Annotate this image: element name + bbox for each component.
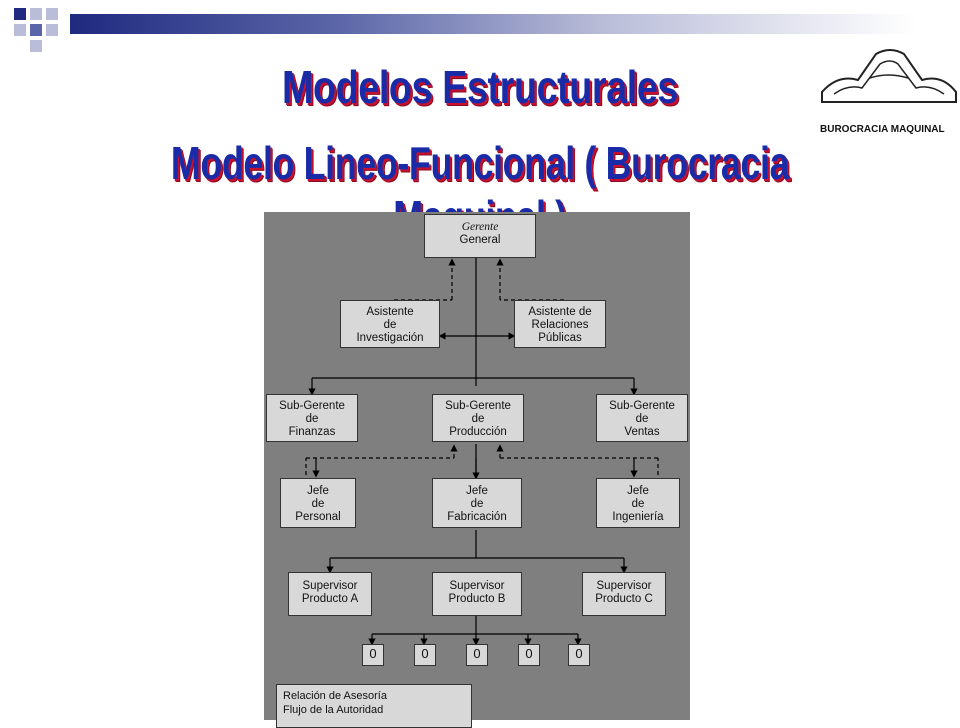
box-label: Producto A <box>301 593 359 605</box>
box-label: Fabricación <box>447 511 507 523</box>
box-label: Investigación <box>356 332 424 344</box>
box-label: Supervisor <box>449 580 505 592</box>
box-asistente-investigacion: Asistente de Investigación <box>340 300 440 348</box>
box-subgerente-produccion: Sub-Gerente de Producción <box>432 394 524 442</box>
header-gradient-bar <box>70 14 960 34</box>
logo-caption: BUROCRACIA MAQUINAL <box>820 124 945 135</box>
box-asistente-relaciones: Asistente de Relaciones Públicas <box>514 300 606 348</box>
box-label: Sub-Gerente <box>445 400 511 412</box>
box-operario: 0 <box>466 644 488 666</box>
box-label: Jefe <box>466 485 488 497</box>
box-label: de <box>635 413 649 425</box>
deco-square-mid <box>30 24 42 36</box>
box-label: Relaciones <box>531 319 589 331</box>
box-label: Gerente <box>461 221 499 233</box>
box-label: Personal <box>295 511 341 523</box>
box-label: de <box>305 413 319 425</box>
box-supervisor-c: Supervisor Producto C <box>582 572 666 616</box>
box-subgerente-ventas: Sub-Gerente de Ventas <box>596 394 688 442</box>
box-label: Jefe <box>307 485 329 497</box>
box-label: Finanzas <box>288 426 336 438</box>
deco-square-light <box>14 24 26 36</box>
box-label: Producto B <box>448 593 506 605</box>
box-label: de <box>383 319 397 331</box>
machine-bureaucracy-logo-icon <box>821 49 957 103</box>
box-label: Ingeniería <box>612 511 664 523</box>
chart-legend: Relación de Asesoría Flujo de la Autorid… <box>276 684 472 728</box>
box-label: Ventas <box>624 426 660 438</box>
box-label: de <box>311 498 325 510</box>
box-label: de <box>471 413 485 425</box>
box-label: Supervisor <box>302 580 358 592</box>
box-label: General <box>459 234 501 246</box>
box-jefe-fabricacion: Jefe de Fabricación <box>432 478 522 528</box>
deco-square-light <box>46 24 58 36</box>
box-gerente-general: Gerente General <box>424 214 536 258</box>
legend-authority-label: Flujo de la Autoridad <box>283 704 384 716</box>
deco-square-light <box>30 8 42 20</box>
deco-square-dark <box>14 8 26 20</box>
box-label: Sub-Gerente <box>279 400 345 412</box>
box-operario: 0 <box>362 644 384 666</box>
box-label: Supervisor <box>596 580 652 592</box>
box-label: Jefe <box>627 485 649 497</box>
box-label: Producto C <box>595 593 653 605</box>
box-operario: 0 <box>414 644 436 666</box>
box-operario: 0 <box>518 644 540 666</box>
box-label: Asistente <box>366 306 414 318</box>
box-supervisor-a: Supervisor Producto A <box>288 572 372 616</box>
box-jefe-ingenieria: Jefe de Ingeniería <box>596 478 680 528</box>
box-label: Sub-Gerente <box>609 400 675 412</box>
deco-square-light <box>30 40 42 52</box>
box-jefe-personal: Jefe de Personal <box>280 478 356 528</box>
box-operario: 0 <box>568 644 590 666</box>
box-label: Producción <box>449 426 507 438</box>
box-label: de <box>470 498 484 510</box>
legend-advisory-label: Relación de Asesoría <box>283 690 387 702</box>
box-label: Públicas <box>538 332 582 344</box>
box-label: Asistente de <box>528 306 592 318</box>
box-label: de <box>631 498 645 510</box>
slide-title: Modelos Estructurales <box>282 61 678 113</box>
box-supervisor-b: Supervisor Producto B <box>432 572 522 616</box>
box-subgerente-finanzas: Sub-Gerente de Finanzas <box>266 394 358 442</box>
org-chart: Gerente General Asistente de Investigaci… <box>264 212 690 728</box>
deco-square-light <box>46 8 58 20</box>
